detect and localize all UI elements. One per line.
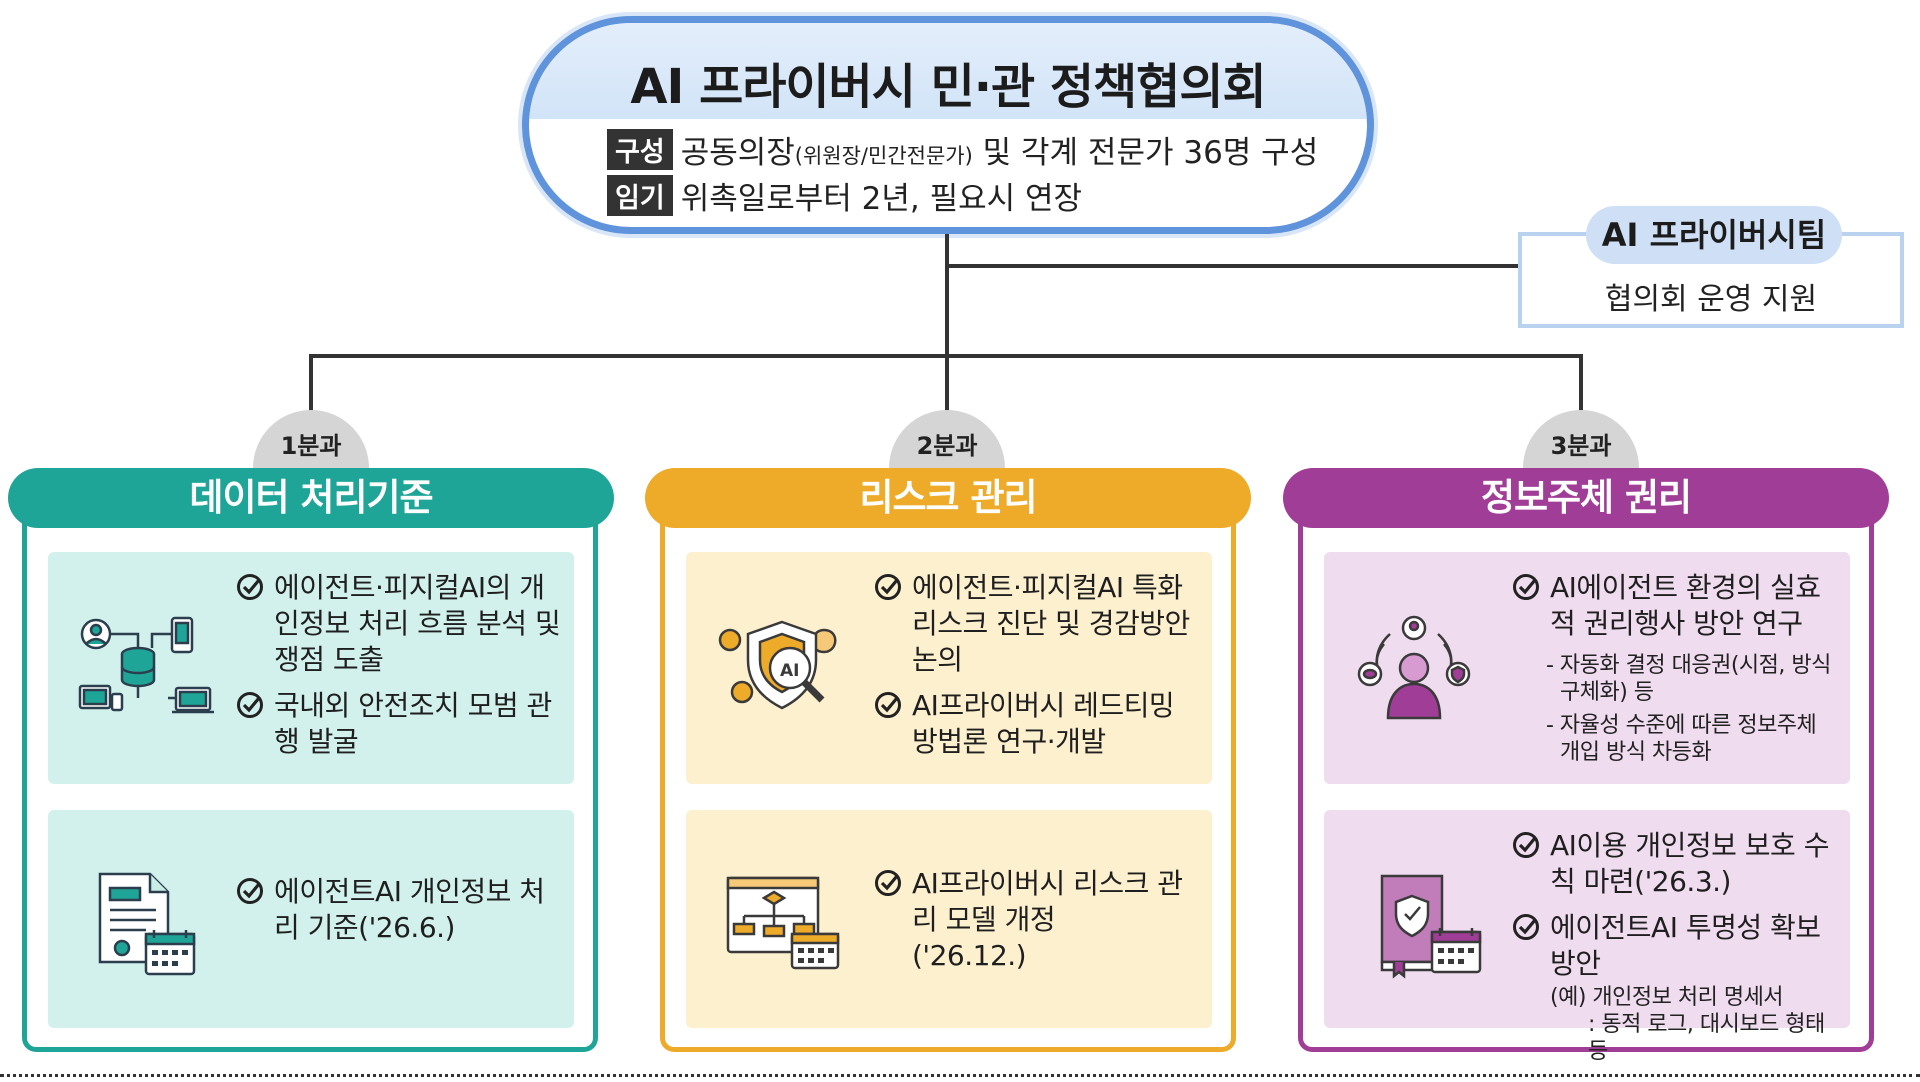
committee-2-panel-2-text: AI프라이버시 리스크 관리 모델 개정 ('26.12.): [874, 866, 1204, 974]
check-circle-icon: [237, 692, 263, 718]
council-title: AI 프라이버시 민·관 정책협의회: [630, 59, 1266, 115]
svg-text:AI: AI: [780, 661, 799, 681]
composition-rest: 및 각계 전문가 36명 구성: [972, 135, 1319, 171]
committee-3-panel-2-text: AI이용 개인정보 보호 수칙 마련('26.3.) 에이전트AI 투명성 확보…: [1512, 828, 1842, 1065]
sub-item: - 자동화 결정 대응권(시점, 방식 구체화) 등: [1546, 653, 1831, 705]
council-title-band: [529, 23, 1367, 119]
connector-trunk: [945, 234, 949, 412]
checklist-item: AI이용 개인정보 보호 수칙 마련('26.3.): [1512, 828, 1842, 900]
committee-header-2: 리스크 관리: [645, 468, 1251, 528]
composition-tag: 구성: [607, 129, 673, 170]
ai-shield-magnifier-icon: AI: [712, 612, 852, 722]
term-text: 위촉일로부터 2년, 필요시 연장: [680, 181, 1083, 217]
person-rights-icon: [1354, 614, 1474, 724]
team-title: AI 프라이버시팀: [1586, 206, 1842, 264]
item-text: 에이전트AI 투명성 확보 방안: [1550, 911, 1821, 980]
connector-team: [947, 264, 1518, 268]
sub-item: - 자율성 수준에 따른 정보주체 개입 방식 차등화: [1546, 713, 1817, 765]
checklist-item: AI프라이버시 레드티밍 방법론 연구·개발: [874, 688, 1204, 760]
checklist-item: 에이전트·피지컬AI의 개인정보 처리 흐름 분석 및 쟁점 도출: [236, 570, 566, 678]
committee-header-1: 데이터 처리기준: [8, 468, 614, 528]
item-text: 에이전트·피지컬AI의 개인정보 처리 흐름 분석 및 쟁점 도출: [274, 571, 561, 676]
checklist-item: AI프라이버시 리스크 관리 모델 개정: [874, 866, 1204, 938]
committee-2-panel-1-text: 에이전트·피지컬AI 특화 리스크 진단 및 경감방안 논의 AI프라이버시 레…: [874, 570, 1204, 770]
network-database-icon: [76, 614, 216, 724]
committee-3-panel-2: AI이용 개인정보 보호 수칙 마련('26.3.) 에이전트AI 투명성 확보…: [1324, 810, 1850, 1064]
check-circle-icon: [875, 870, 901, 896]
checklist-item: 에이전트AI 투명성 확보 방안: [1512, 910, 1842, 982]
committee-1-panel-2-text: 에이전트AI 개인정보 처리 기준('26.6.): [236, 874, 566, 956]
checklist-item: 에이전트AI 개인정보 처리 기준('26.6.): [236, 874, 566, 946]
checklist-item: AI에이전트 환경의 실효적 권리행사 방안 연구: [1512, 570, 1842, 642]
team-description: 협의회 운영 지원: [1604, 282, 1818, 317]
committee-1-panel-2: 에이전트AI 개인정보 처리 기준('26.6.): [48, 810, 574, 1028]
check-circle-icon: [1513, 832, 1539, 858]
connector-drop-1: [309, 354, 313, 412]
term-tag: 임기: [607, 175, 673, 216]
book-shield-calendar-icon: [1376, 870, 1486, 980]
item-text: 국내외 안전조치 모범 관행 발굴: [274, 689, 552, 758]
check-circle-icon: [1513, 574, 1539, 600]
check-circle-icon: [875, 574, 901, 600]
check-circle-icon: [237, 574, 263, 600]
composition-lead: 공동의장: [680, 135, 795, 171]
date-note: ('26.12.): [912, 939, 1027, 972]
committee-1-panel-1-text: 에이전트·피지컬AI의 개인정보 처리 흐름 분석 및 쟁점 도출 국내외 안전…: [236, 570, 566, 770]
item-text: 에이전트·피지컬AI 특화 리스크 진단 및 경감방안 논의: [912, 571, 1190, 676]
item-text: 에이전트AI 개인정보 처리 기준('26.6.): [274, 875, 545, 944]
connector-drop-3: [1579, 354, 1583, 412]
check-circle-icon: [875, 692, 901, 718]
committee-3-panel-1-text: AI에이전트 환경의 실효적 권리행사 방안 연구 - 자동화 결정 대응권(시…: [1512, 570, 1842, 772]
example-note: (예) 개인정보 처리 명세서: [1550, 985, 1784, 1010]
connector-branch: [309, 354, 1583, 358]
item-text: AI프라이버시 레드티밍 방법론 연구·개발: [912, 689, 1175, 758]
bottom-dotted-divider: [0, 1074, 1920, 1077]
check-circle-icon: [237, 878, 263, 904]
committee-1-panel-1: 에이전트·피지컬AI의 개인정보 처리 흐름 분석 및 쟁점 도출 국내외 안전…: [48, 552, 574, 784]
committee-header-3: 정보주체 권리: [1283, 468, 1889, 528]
checklist-item: 에이전트·피지컬AI 특화 리스크 진단 및 경감방안 논의: [874, 570, 1204, 678]
flowchart-calendar-icon: [724, 874, 844, 974]
checklist-item: 국내외 안전조치 모범 관행 발굴: [236, 688, 566, 760]
document-calendar-icon: [94, 870, 204, 980]
item-text: AI이용 개인정보 보호 수칙 마련('26.3.): [1550, 829, 1829, 898]
item-text: AI프라이버시 리스크 관리 모델 개정: [912, 867, 1183, 936]
check-circle-icon: [1513, 914, 1539, 940]
committee-3-panel-1: AI에이전트 환경의 실효적 권리행사 방안 연구 - 자동화 결정 대응권(시…: [1324, 552, 1850, 784]
committee-2-panel-1: AI 에이전트·피지컬AI 특화 리스크 진단 및 경감방안 논의 AI프라이버…: [686, 552, 1212, 784]
committee-2-panel-2: AI프라이버시 리스크 관리 모델 개정 ('26.12.): [686, 810, 1212, 1028]
item-text: AI에이전트 환경의 실효적 권리행사 방안 연구: [1550, 571, 1821, 640]
example-note: : 동적 로그, 대시보드 형태 등: [1588, 1012, 1825, 1064]
composition-paren: (위원장/민간전문가): [794, 144, 973, 168]
